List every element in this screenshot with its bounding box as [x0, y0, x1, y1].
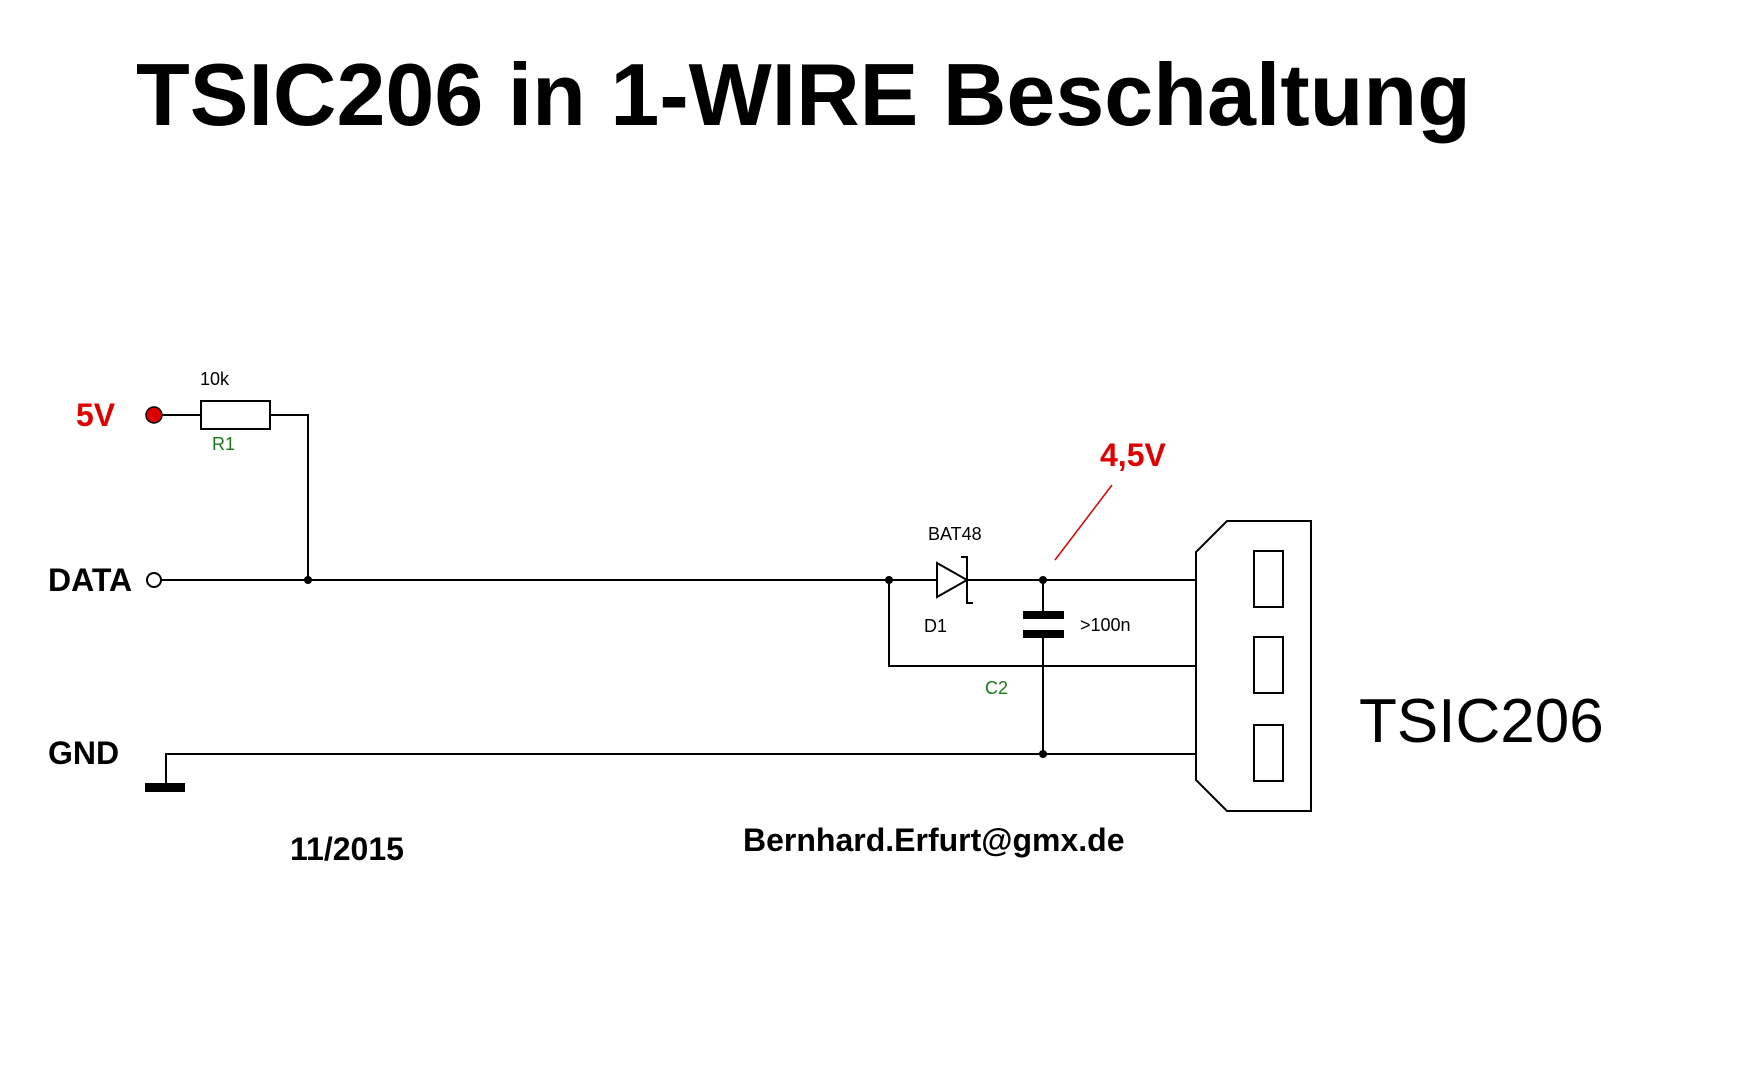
capacitor-c2-plate-bottom [1023, 630, 1064, 638]
wire-r1-data [270, 414, 309, 579]
supply-terminal [145, 406, 163, 424]
sensor-label: TSIC206 [1359, 687, 1604, 756]
junction-gnd [1039, 750, 1047, 758]
gnd-label: GND [48, 735, 119, 771]
date-label: 11/2015 [290, 831, 404, 867]
r1-ref: R1 [212, 434, 235, 454]
capacitor-c2-plate-top [1023, 611, 1064, 619]
c2-ref: C2 [985, 678, 1008, 698]
node-voltage-label: 4,5V [1100, 437, 1166, 473]
diode-d1 [936, 561, 970, 599]
author-email: Bernhard.Erfurt@gmx.de [743, 822, 1124, 858]
d1-ref: D1 [924, 616, 947, 636]
data-label: DATA [48, 562, 132, 598]
wire-gnd [165, 753, 1254, 784]
junction-r1-data [304, 576, 312, 584]
ground-symbol-icon [145, 783, 185, 792]
r1-value: 10k [200, 369, 230, 389]
d1-value: BAT48 [928, 524, 982, 544]
data-terminal [146, 572, 162, 588]
node-voltage-pointer [1054, 484, 1113, 561]
sensor-pin-1 [1253, 550, 1284, 608]
sensor-pin-2 [1253, 636, 1284, 694]
resistor-r1 [200, 400, 271, 430]
page-title: TSIC206 in 1-WIRE Beschaltung [136, 45, 1471, 144]
c2-value: >100n [1080, 615, 1131, 635]
sensor-pin-3 [1253, 724, 1284, 782]
wire-bypass-pin2 [888, 580, 1254, 667]
supply-label: 5V [76, 397, 116, 433]
